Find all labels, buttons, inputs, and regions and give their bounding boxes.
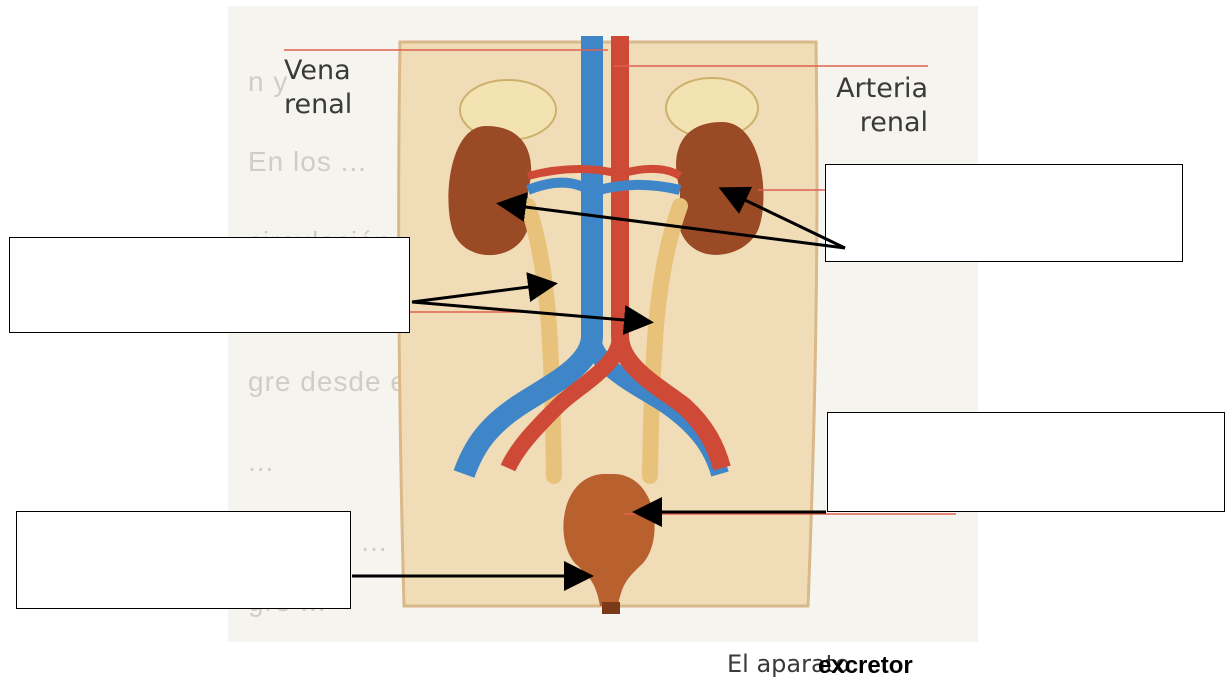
arrow-to-left-kidney <box>502 204 845 248</box>
arrow-to-left-ureter <box>412 284 552 302</box>
caption-part2: excretor <box>818 652 913 680</box>
arrow-to-right-ureter <box>412 302 648 322</box>
